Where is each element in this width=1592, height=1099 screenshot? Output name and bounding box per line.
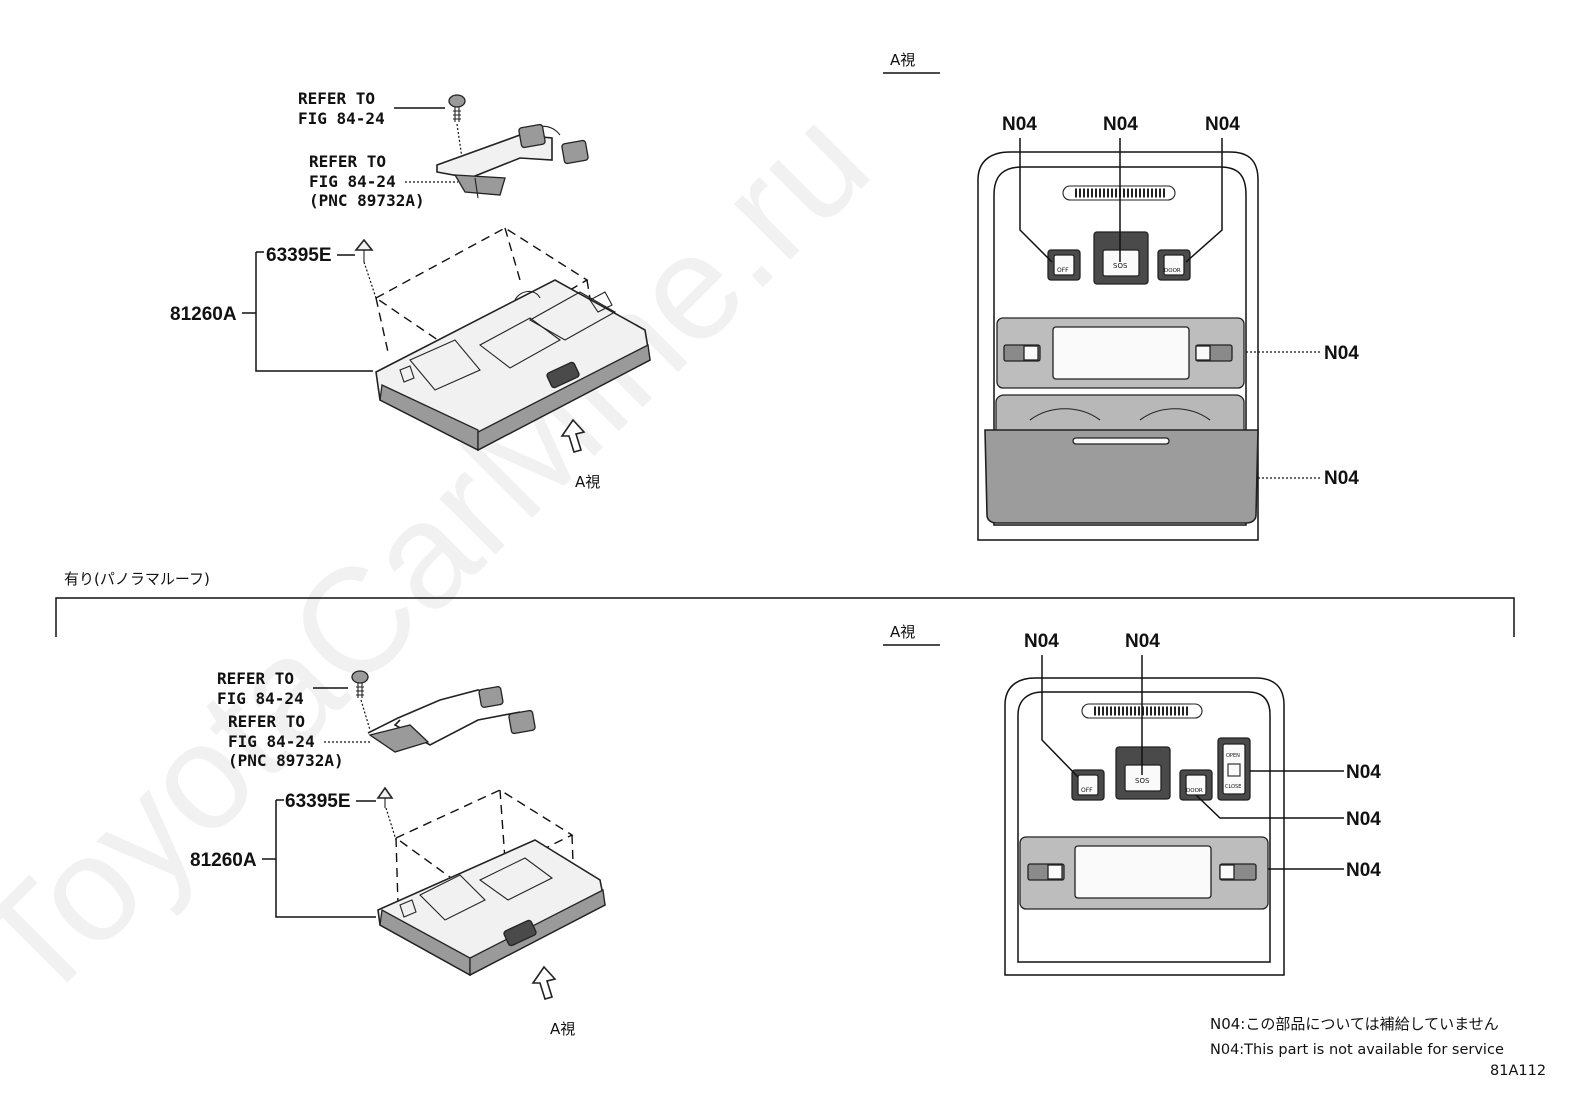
view-a-label-2: A視 — [550, 1020, 575, 1038]
ref-screw-line1: REFER TO — [298, 89, 375, 108]
n04-label-10: N04 — [1346, 860, 1381, 881]
n04-label-1: N04 — [1002, 114, 1037, 135]
console-front-view: SOS OFF DOOR — [977, 151, 1259, 541]
figure-id: 81A112 — [1490, 1063, 1546, 1079]
switch-off-label: OFF — [1057, 267, 1069, 274]
ref-screw2-line2: FIG 84-24 — [217, 689, 304, 708]
screw-icon — [448, 94, 466, 122]
n04-label-6: N04 — [1024, 631, 1059, 652]
view-a-label: A視 — [575, 473, 600, 491]
wire-harness-icon-2 — [367, 686, 536, 753]
n04-label-9: N04 — [1346, 809, 1381, 830]
view-arrow-icon — [560, 418, 586, 453]
view-arrow-icon-2 — [531, 965, 557, 1000]
switch-open-label: OPEN — [1226, 753, 1240, 759]
ref-harness-line1: REFER TO — [309, 152, 386, 171]
section-title: 有り(パノラマルーフ) — [64, 570, 210, 588]
ref-harness-line2: FIG 84-24 — [309, 172, 396, 191]
switch-door-label-2: DOOR — [1186, 788, 1203, 794]
ref-harness2-line1: REFER TO — [228, 712, 305, 731]
switch-sos-label: SOS — [1113, 262, 1128, 270]
note-jp: N04:この部品については補給していません — [1210, 1015, 1499, 1033]
section-bracket — [55, 597, 1515, 637]
ref-harness2-line3: (PNC 89732A) — [228, 751, 344, 770]
n04-label-7: N04 — [1125, 631, 1160, 652]
part-clip-label: 63395E — [266, 245, 332, 266]
n04-label-2: N04 — [1103, 114, 1138, 135]
view-a-title-2: A視 — [890, 623, 915, 641]
part-console-label-2: 81260A — [190, 850, 257, 871]
switch-close-label: CLOSE — [1225, 784, 1241, 790]
n04-label-3: N04 — [1205, 114, 1240, 135]
switch-off-label-2: OFF — [1081, 787, 1093, 794]
view-a-title: A視 — [890, 51, 915, 69]
n04-label-8: N04 — [1346, 762, 1381, 783]
switch-sos-label-2: SOS — [1135, 777, 1150, 785]
n04-label-5: N04 — [1324, 468, 1359, 489]
ref-harness2-line2: FIG 84-24 — [228, 732, 315, 751]
switch-door-label: DOOR — [1164, 268, 1181, 274]
top-exploded-view — [354, 94, 651, 453]
console-front-view-2: SOS OFF DOOR OPEN CLOSE — [1004, 677, 1285, 976]
screw-icon-2 — [351, 670, 369, 698]
wire-harness-icon — [436, 123, 589, 199]
ref-screw2-line1: REFER TO — [217, 669, 294, 688]
part-clip-label-2: 63395E — [285, 791, 351, 812]
clip-icon-2 — [376, 786, 394, 808]
ref-harness-line3: (PNC 89732A) — [309, 191, 425, 210]
ref-screw-line2: FIG 84-24 — [298, 109, 385, 128]
clip-icon — [354, 238, 374, 262]
overhead-console-icon-2 — [377, 839, 606, 977]
overhead-console-icon — [375, 279, 651, 452]
part-console-label: 81260A — [170, 304, 237, 325]
bottom-exploded-view — [351, 670, 606, 1000]
note-en: N04:This part is not available for servi… — [1210, 1042, 1504, 1058]
n04-label-4: N04 — [1324, 343, 1359, 364]
